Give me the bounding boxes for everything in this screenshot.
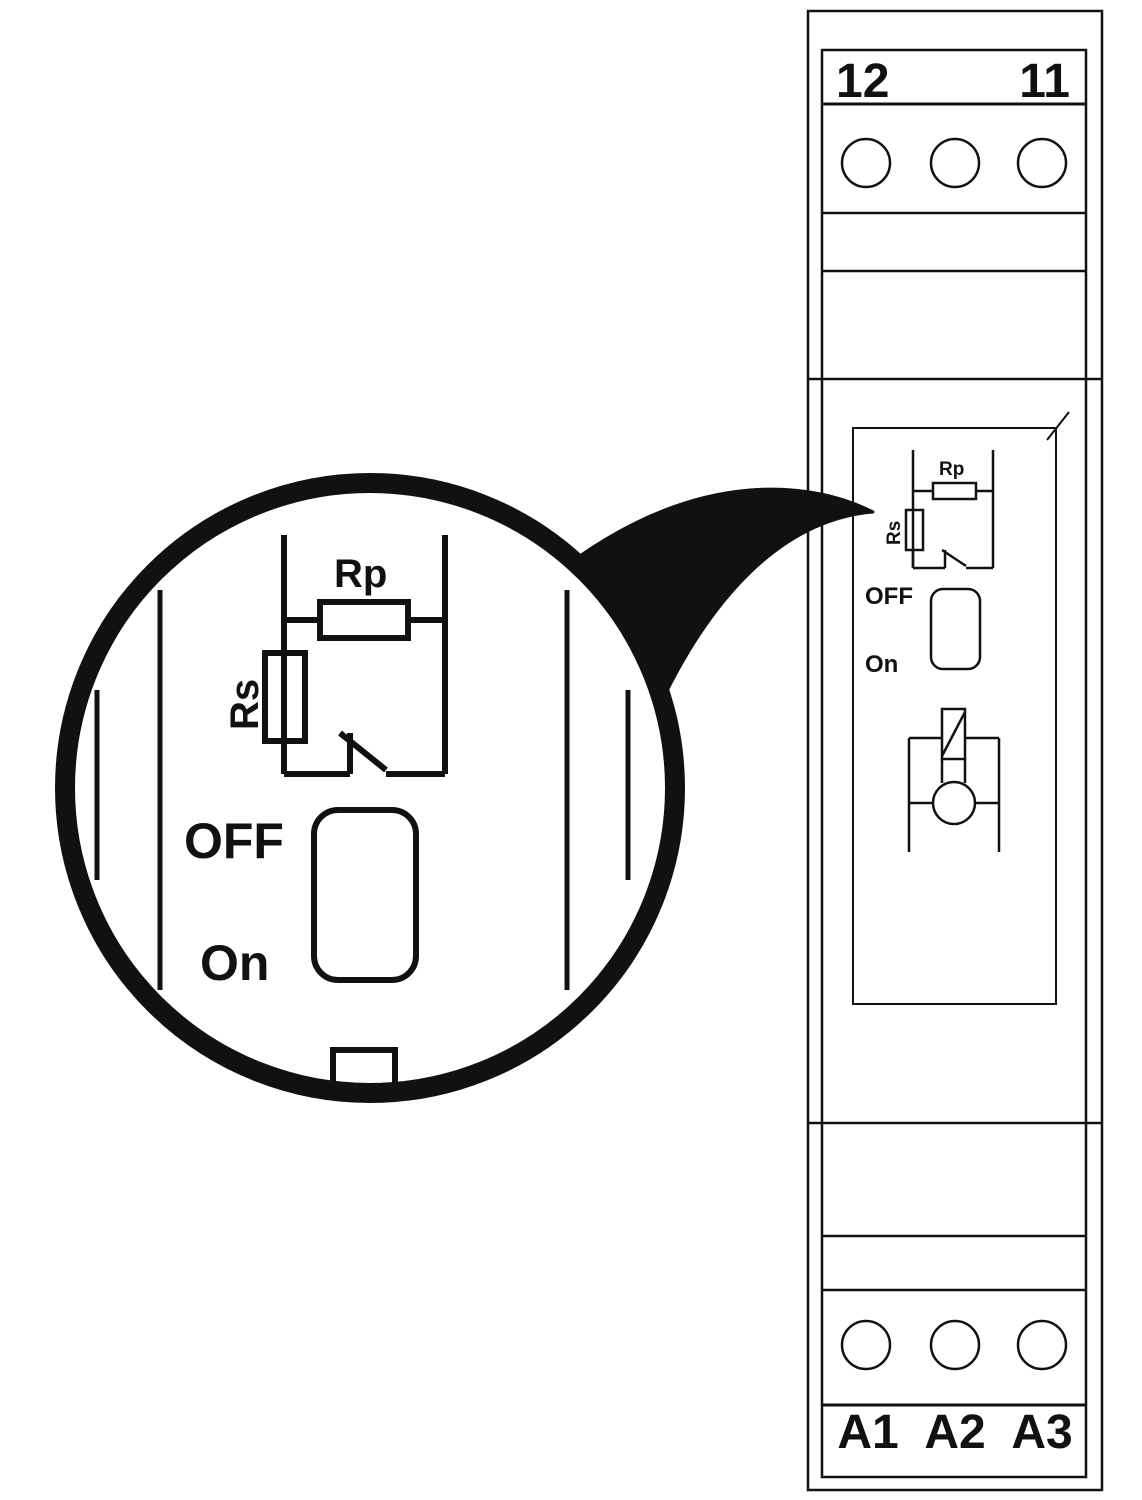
terminal-label-12: 12 (836, 55, 889, 108)
off-on-switch-small[interactable] (929, 587, 982, 671)
terminal-label-a2: A2 (924, 1406, 985, 1459)
relay-housing (806, 9, 1104, 1492)
rp-label-large: Rp (334, 552, 387, 596)
screw-icon[interactable] (840, 1319, 892, 1371)
screw-icon[interactable] (1016, 1319, 1068, 1371)
screw-icon[interactable] (929, 1319, 981, 1371)
front-panel (852, 411, 1070, 1005)
rp-label-small: Rp (939, 459, 964, 480)
top-terminal-screws (840, 137, 1068, 189)
terminal-label-11: 11 (1019, 55, 1070, 108)
terminal-label-a1: A1 (837, 1406, 898, 1459)
resistor-circuit-symbol-small (904, 450, 995, 570)
rs-label-small: Rs (884, 521, 905, 545)
screw-icon[interactable] (840, 137, 892, 189)
on-label-small: On (865, 651, 898, 678)
screw-icon[interactable] (929, 137, 981, 189)
magnifier-lens (55, 473, 685, 1103)
on-label-large: On (200, 935, 269, 991)
bottom-terminal-screws (840, 1319, 1068, 1371)
relay-coil-symbol (907, 707, 1001, 852)
screw-icon[interactable] (1016, 137, 1068, 189)
off-label-large: OFF (184, 813, 284, 869)
off-label-small: OFF (865, 583, 913, 610)
magnified-panel: Rp Rs OFF On (94, 535, 631, 1084)
off-on-switch-large[interactable] (311, 807, 419, 983)
terminal-label-a3: A3 (1011, 1406, 1072, 1459)
rs-label-large: Rs (223, 679, 267, 730)
resistor-circuit-symbol-large (262, 535, 448, 777)
